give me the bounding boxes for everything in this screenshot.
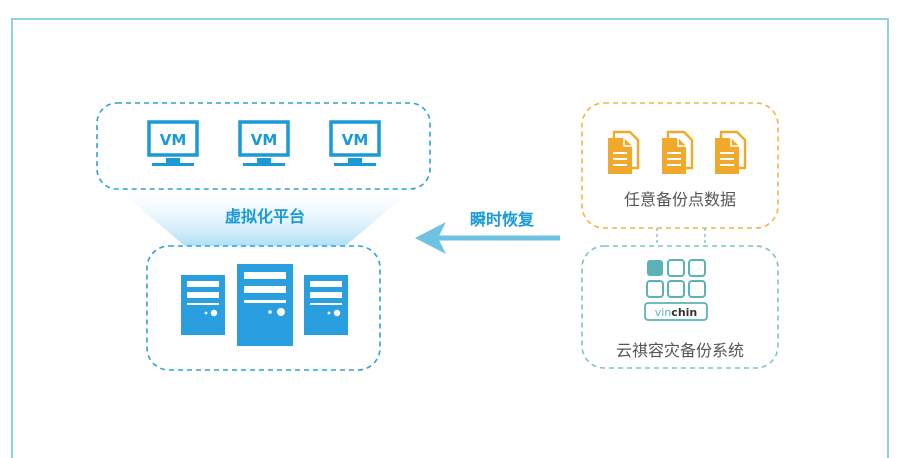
- server-icon-center: [237, 264, 293, 346]
- document-icon-2: [662, 130, 694, 174]
- vinchin-logo: vinchin: [644, 259, 708, 321]
- svg-text:vinchin: vinchin: [655, 306, 698, 319]
- backup-system-label: 云祺容灾备份系统: [615, 341, 744, 360]
- diagram-canvas: VM VM VM: [96, 102, 779, 371]
- vm-label-1: VM: [160, 131, 187, 149]
- logo-text-chin: chin: [671, 306, 697, 319]
- document-icon-1: [608, 130, 640, 174]
- vm-group-box: [96, 102, 431, 190]
- outer-frame: [11, 18, 889, 458]
- logo-text-vin: vin: [655, 306, 672, 319]
- server-icon-left: [181, 275, 225, 335]
- platform-label: 虚拟化平台: [224, 207, 305, 226]
- vm-monitor-1: VM: [147, 120, 199, 166]
- vm-monitor-2: VM: [238, 120, 290, 166]
- restore-arrow: [415, 222, 560, 254]
- platform-beam: [118, 190, 412, 246]
- document-icon-3: [715, 130, 747, 174]
- backup-points-label: 任意备份点数据: [623, 190, 736, 209]
- vm-label-2: VM: [251, 131, 278, 149]
- vm-label-3: VM: [342, 131, 369, 149]
- server-icon-right: [304, 275, 348, 335]
- vm-monitor-3: VM: [329, 120, 381, 166]
- restore-label: 瞬时恢复: [469, 210, 534, 229]
